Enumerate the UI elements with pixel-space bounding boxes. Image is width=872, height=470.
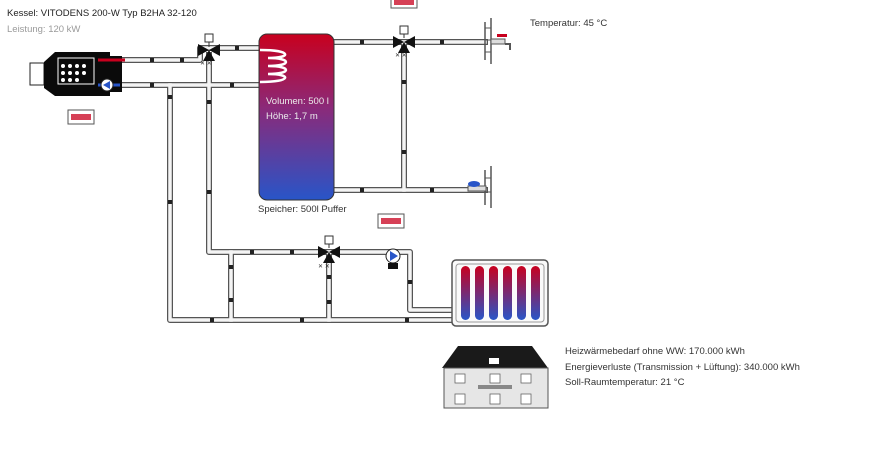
pipe-network — [117, 39, 488, 323]
boiler-title: Kessel: VITODENS 200-W Typ B2HA 32-120 — [7, 8, 197, 19]
top-controller-icon[interactable] — [390, 0, 418, 9]
radiator[interactable] — [451, 259, 549, 327]
hot-water-tap-icon[interactable] — [484, 18, 511, 64]
boiler[interactable] — [29, 52, 125, 96]
svg-text:✕ ✕: ✕ ✕ — [200, 61, 212, 67]
storage-label: Speicher: 500l Puffer — [258, 204, 347, 215]
cold-water-tap-icon[interactable] — [467, 166, 492, 208]
boiler-controller-icon[interactable] — [67, 109, 95, 125]
house-icon — [442, 346, 549, 409]
boiler-power: Leistung: 120 kW — [7, 24, 81, 35]
storage-height: Höhe: 1,7 m — [266, 111, 318, 122]
mixing-valve-heating[interactable]: ✕ ✕ — [318, 235, 340, 270]
hot-water-temperature: Temperatur: 45 °C — [530, 18, 608, 29]
mixing-valve-boiler[interactable]: ✕ ✕ — [198, 33, 220, 67]
heating-pump-icon[interactable] — [385, 248, 401, 269]
building-heat-demand: Heizwärmebedarf ohne WW: 170.000 kWh — [565, 346, 745, 357]
mixing-valve-hot-water[interactable]: ✕ ✕ — [393, 25, 415, 59]
storage-controller-icon[interactable] — [377, 213, 405, 229]
svg-text:✕ ✕: ✕ ✕ — [395, 53, 407, 59]
storage-tank[interactable]: Volumen: 500 l Höhe: 1,7 m — [258, 33, 335, 201]
svg-text:✕ ✕: ✕ ✕ — [318, 264, 330, 270]
building-room-temperature: Soll-Raumtemperatur: 21 °C — [565, 377, 685, 388]
building-energy-losses: Energieverluste (Transmission + Lüftung)… — [565, 362, 800, 373]
storage-volume: Volumen: 500 l — [266, 96, 329, 107]
boiler-pump-icon — [100, 78, 114, 92]
